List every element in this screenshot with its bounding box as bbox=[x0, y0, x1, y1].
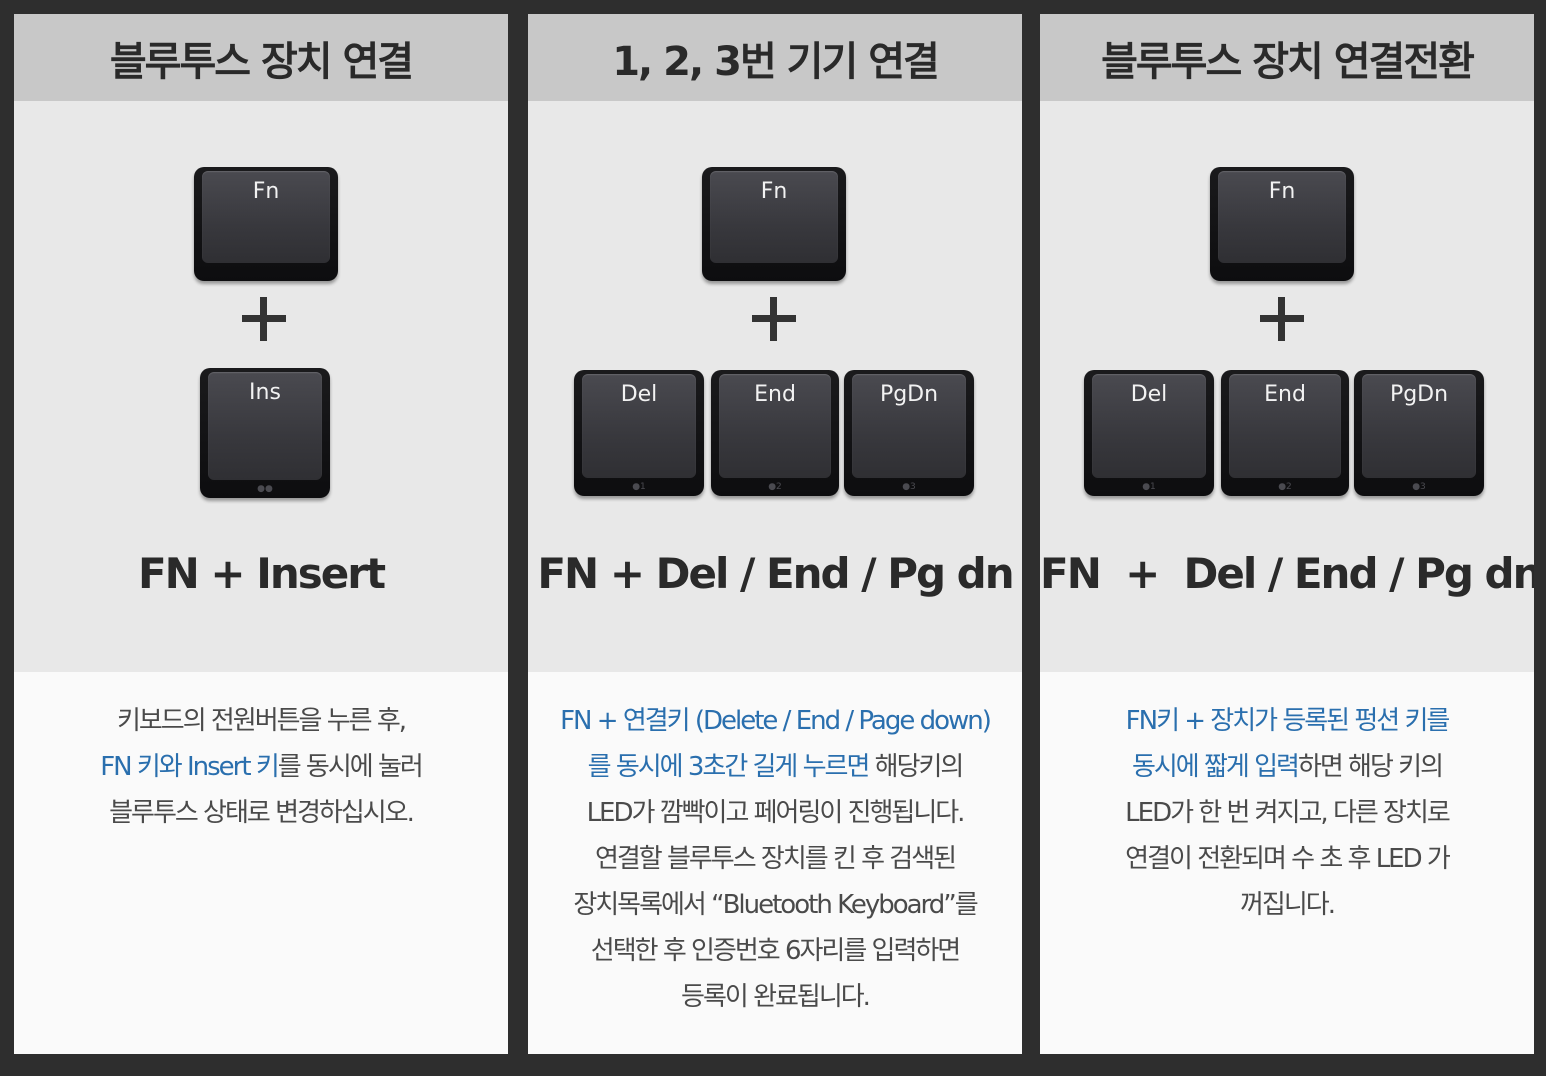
fn-key: Fn bbox=[702, 167, 846, 281]
panel-device-connect: 1, 2, 3번 기기 연결 Fn Del ●1 End ●2 PgDn ●3 … bbox=[528, 14, 1022, 1054]
led-1-icon: ●1 bbox=[632, 482, 646, 492]
plus-icon bbox=[1252, 289, 1312, 349]
panel-bluetooth-connect: 블루투스 장치 연결 Fn Ins ●● FN + Insert 키보드의 전원… bbox=[14, 14, 508, 1054]
insert-key: Ins ●● bbox=[200, 368, 330, 498]
end-key: End ●2 bbox=[711, 370, 839, 496]
plus-icon bbox=[744, 289, 804, 349]
description: FN + 연결키 (Delete / End / Page down) 를 동시… bbox=[560, 706, 992, 1012]
key-legend: End bbox=[1264, 382, 1306, 407]
description: FN키 + 장치가 등록된 펑션 키를 동시에 짧게 입력하면 해당 키의 LE… bbox=[1125, 706, 1451, 920]
fn-key: Fn bbox=[1210, 167, 1354, 281]
key-legend: End bbox=[754, 382, 796, 407]
key-legend: PgDn bbox=[879, 382, 939, 407]
key-legend: Ins bbox=[249, 380, 281, 405]
description: 키보드의 전원버튼을 누른 후, FN 키와 Insert 키를 동시에 눌러 … bbox=[100, 706, 424, 828]
led-2-icon: ●2 bbox=[768, 482, 782, 492]
key-illustration: Fn Ins ●● FN + Insert bbox=[14, 101, 508, 672]
key-combo: FN + Del / End / Pg dn bbox=[537, 549, 1014, 598]
fn-key: Fn bbox=[194, 167, 338, 281]
pagedown-key: PgDn ●3 bbox=[1354, 370, 1484, 496]
pagedown-key: PgDn ●3 bbox=[844, 370, 974, 496]
key-legend: Fn bbox=[1268, 179, 1296, 204]
led-3-icon: ●3 bbox=[1412, 482, 1426, 492]
led-3-icon: ●3 bbox=[902, 482, 916, 492]
key-illustration: Fn Del ●1 End ●2 PgDn ●3 FN + Del / End … bbox=[528, 101, 1022, 672]
panel-title: 블루투스 장치 연결전환 bbox=[1040, 14, 1534, 101]
plus-icon bbox=[234, 289, 294, 349]
key-illustration: Fn Del ●1 End ●2 PgDn ●3 FN + Del / End … bbox=[1040, 101, 1534, 672]
delete-key: Del ●1 bbox=[574, 370, 704, 496]
delete-key: Del ●1 bbox=[1084, 370, 1214, 496]
key-legend: Fn bbox=[760, 179, 788, 204]
key-legend: Del bbox=[620, 382, 658, 407]
led-2-icon: ●2 bbox=[1278, 482, 1292, 492]
panel-connection-switch: 블루투스 장치 연결전환 Fn Del ●1 End ●2 PgDn ●3 FN… bbox=[1040, 14, 1534, 1054]
key-combo: FN + Insert bbox=[137, 549, 386, 598]
key-legend: PgDn bbox=[1389, 382, 1449, 407]
led-1-icon: ●1 bbox=[1142, 482, 1156, 492]
key-legend: Del bbox=[1130, 382, 1168, 407]
panel-title: 1, 2, 3번 기기 연결 bbox=[528, 14, 1022, 101]
panel-title: 블루투스 장치 연결 bbox=[14, 14, 508, 101]
end-key: End ●2 bbox=[1221, 370, 1349, 496]
key-legend: Fn bbox=[252, 179, 280, 204]
key-combo: FN + Del / End / Pg dn bbox=[1040, 549, 1534, 598]
led-icon: ●● bbox=[257, 484, 273, 494]
